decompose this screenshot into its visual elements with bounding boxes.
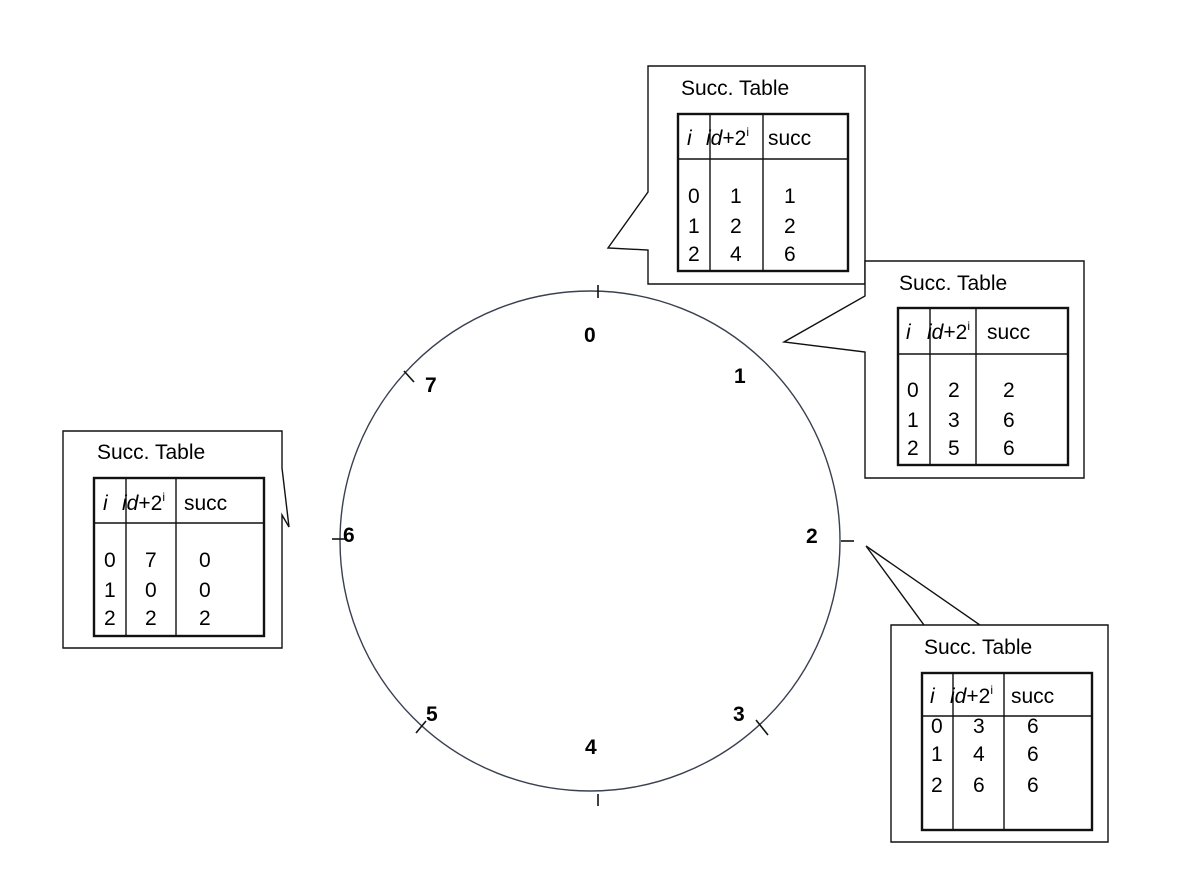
header-succ: succ [1011, 685, 1054, 708]
tick-node-3 [755, 719, 769, 736]
table-header: i id+2i succ [930, 676, 1054, 708]
table-border [896, 306, 1070, 467]
header-succ: succ [768, 127, 811, 150]
header-i: i [103, 492, 109, 515]
table-border [920, 671, 1094, 832]
header-sup: i [162, 490, 165, 504]
header-id: id [950, 685, 968, 708]
table-cell: 1 [907, 409, 919, 432]
table-cell: 2 [730, 215, 742, 238]
table-cell: 6 [784, 243, 796, 266]
table-cell: 2 [145, 607, 157, 630]
header-id: id [122, 492, 140, 515]
table-header: i id+2i succ [687, 118, 811, 150]
node-labels: 0 1 2 3 4 5 6 7 [343, 324, 818, 759]
tick-node-5 [415, 720, 427, 734]
node-label-1: 1 [734, 365, 746, 388]
node-label-3: 3 [733, 703, 745, 726]
table-cell: 0 [199, 549, 211, 572]
table-cell: 6 [1027, 743, 1039, 766]
callout-outline [781, 260, 1085, 479]
identifier-ring [339, 290, 841, 792]
node-label-5: 5 [426, 703, 438, 726]
table-cell: 3 [948, 409, 960, 432]
callout-title: Succ. Table [681, 77, 789, 100]
table-cell: 2 [784, 215, 796, 238]
table-cell: 0 [931, 715, 943, 738]
table-cell: 5 [948, 437, 960, 460]
node-label-6: 6 [343, 524, 355, 547]
tick-node-7 [403, 370, 415, 383]
table-header: i id+2i succ [103, 483, 227, 515]
header-id: id [927, 321, 945, 344]
header-sup: i [746, 125, 749, 139]
header-plus: +2 [722, 127, 746, 150]
table-cell: 6 [973, 774, 985, 797]
table-cell: 0 [104, 549, 116, 572]
header-succ: succ [184, 492, 227, 515]
header-sup: i [967, 319, 970, 333]
header-i: i [930, 685, 936, 708]
table-cell: 1 [784, 185, 796, 208]
table-cell: 0 [199, 579, 211, 602]
table-cell: 2 [1003, 379, 1015, 402]
table-cell: 6 [1003, 409, 1015, 432]
table-cell: 4 [973, 743, 985, 766]
table-cell: 0 [688, 185, 700, 208]
table-cell: 2 [688, 243, 700, 266]
node-label-2: 2 [806, 525, 818, 548]
header-sup: i [990, 683, 993, 697]
table-header: i id+2i succ [906, 312, 1030, 344]
succ-table-callout-node-2: Succ. Table i id+2i succ 0 3 6 1 4 6 2 6… [865, 545, 1109, 843]
succ-table-callout-node-0: Succ. Table i id+2i succ 0 1 1 1 2 2 2 4… [606, 65, 866, 285]
callout-outline [865, 545, 1109, 843]
table-cell: 2 [931, 774, 943, 797]
table-cell: 4 [730, 243, 742, 266]
table-cell: 1 [730, 185, 742, 208]
table-cell: 2 [104, 607, 116, 630]
callout-title: Succ. Table [97, 441, 205, 464]
table-cell: 6 [1027, 715, 1039, 738]
header-plus: +2 [138, 492, 162, 515]
table-cell: 7 [145, 549, 157, 572]
succ-table-callout-node-1: Succ. Table i id+2i succ 0 2 2 1 3 6 2 5… [781, 260, 1085, 479]
table-cell: 2 [948, 379, 960, 402]
succ-table-callout-node-6: Succ. Table i id+2i succ 0 7 0 1 0 0 2 2… [62, 430, 290, 649]
table-cell: 6 [1027, 774, 1039, 797]
table-cell: 6 [1003, 437, 1015, 460]
ring-ticks [332, 285, 854, 806]
table-cell: 2 [199, 607, 211, 630]
table-cell: 2 [907, 437, 919, 460]
node-label-7: 7 [425, 374, 437, 397]
header-id: id [706, 127, 724, 150]
table-cell: 1 [931, 743, 943, 766]
header-i: i [906, 321, 912, 344]
table-cell: 3 [973, 715, 985, 738]
header-plus: +2 [943, 321, 967, 344]
header-plus: +2 [966, 685, 990, 708]
table-cell: 0 [145, 579, 157, 602]
table-cell: 1 [104, 579, 116, 602]
node-label-4: 4 [585, 736, 597, 759]
header-succ: succ [987, 321, 1030, 344]
table-border [92, 476, 266, 638]
node-label-0: 0 [584, 324, 596, 347]
header-i: i [687, 127, 693, 150]
callout-title: Succ. Table [899, 272, 1007, 295]
table-cell: 1 [688, 215, 700, 238]
table-cell: 0 [907, 379, 919, 402]
callout-outline [606, 65, 866, 285]
callout-title: Succ. Table [924, 636, 1032, 659]
